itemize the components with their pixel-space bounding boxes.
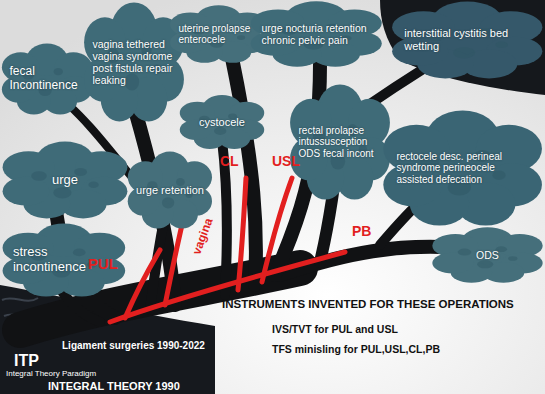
blob-texture xyxy=(53,187,71,198)
blob-texture xyxy=(458,249,472,256)
blob-texture xyxy=(214,127,226,135)
footer-title: INTEGRAL THEORY 1990 xyxy=(48,380,180,392)
branch xyxy=(232,58,256,285)
symptom-text: vagina tethered vagina syndrome post fis… xyxy=(93,38,176,86)
symptom-text: rectal prolapse intussusception ODS feca… xyxy=(299,125,382,160)
symptom-text: interstitial cystitis bed wetting xyxy=(404,27,529,52)
node-text-box: urge retention xyxy=(136,184,204,197)
symptom-text: uterine prolapse enterocele xyxy=(179,23,260,46)
ligament-label: PB xyxy=(352,224,371,239)
symptom-text: urge xyxy=(52,173,78,188)
canopy-blob: urge retention xyxy=(126,150,214,230)
node-text-box: cystocele xyxy=(199,116,245,129)
blob-texture xyxy=(453,47,475,58)
canopy-blob: fecal Incontinence xyxy=(0,42,94,116)
blob-texture xyxy=(477,260,493,268)
blob-texture xyxy=(31,171,47,181)
section-heading: INSTRUMENTS INVENTED FOR THESE OPERATION… xyxy=(222,298,514,311)
canopy-blob: urge nocturia retention chronic pelvic p… xyxy=(248,0,385,68)
symptom-text: rectocele desc. perineal syndrome perine… xyxy=(396,151,528,186)
ligament-label: USL xyxy=(272,154,300,169)
blob-lobe xyxy=(432,253,473,274)
canopy-blob: uterine prolapse enterocele xyxy=(168,4,270,64)
blob-texture xyxy=(125,73,140,90)
symptom-text: urge retention xyxy=(136,184,204,197)
node-text-box: fecal Incontinence xyxy=(10,65,85,93)
symptom-text: urge nocturia retention chronic pelvic p… xyxy=(262,22,371,46)
ligament-label: PUL xyxy=(88,256,118,273)
symptom-text: fecal Incontinence xyxy=(10,65,85,93)
blob-texture xyxy=(237,35,245,40)
ligament-label: CL xyxy=(220,154,239,169)
canopy-blob: urge xyxy=(0,140,130,220)
blob-texture xyxy=(54,68,63,75)
canopy-blob: interstitial cystitis bed wetting xyxy=(389,0,545,80)
caption-note: Ligament surgeries 1990-2022 xyxy=(62,340,205,351)
canopy-blob: vagina tethered vagina syndrome post fis… xyxy=(82,0,186,124)
logo-subtext: Integral Theory Paradigm xyxy=(6,370,96,379)
node-text-box: uterine prolapse enterocele xyxy=(179,23,260,46)
ligament-line xyxy=(238,178,246,290)
blob-texture xyxy=(508,256,517,261)
canopy-blob: ODS xyxy=(430,226,545,284)
wave-line xyxy=(2,298,38,301)
blob-lobe xyxy=(3,177,50,206)
symptom-text: ODS xyxy=(476,249,499,261)
logo-text: ITP xyxy=(14,352,39,370)
blob-texture xyxy=(162,197,174,208)
node-text-box: ODS xyxy=(476,249,499,261)
ligament-line xyxy=(110,252,345,322)
note-line: IVS/TVT for PUL and USL xyxy=(272,324,398,336)
ligament-line xyxy=(125,250,160,318)
node-text-box: vagina tethered vagina syndrome post fis… xyxy=(93,38,176,86)
canopy-blob: rectal prolapse intussusception ODS feca… xyxy=(288,82,392,202)
blob-texture xyxy=(495,42,508,48)
node-text-box: urge nocturia retention chronic pelvic p… xyxy=(262,22,371,46)
node-text-box: rectal prolapse intussusception ODS feca… xyxy=(299,125,382,160)
blob-texture xyxy=(88,182,98,188)
node-text-box: urge xyxy=(52,173,78,188)
node-text-box: interstitial cystitis bed wetting xyxy=(404,27,529,52)
ligament-line xyxy=(262,178,292,282)
tree-branches xyxy=(20,40,480,330)
node-text-box: rectocele desc. perineal syndrome perine… xyxy=(396,151,528,186)
symptom-text: cystocele xyxy=(199,116,245,129)
blob-texture xyxy=(73,249,86,257)
canopy-blob: rectocele desc. perineal syndrome perine… xyxy=(380,108,545,228)
canopy-blob: cystocele xyxy=(178,94,266,150)
note-line: TFS minisling for PUL,USL,CL,PB xyxy=(272,344,440,356)
